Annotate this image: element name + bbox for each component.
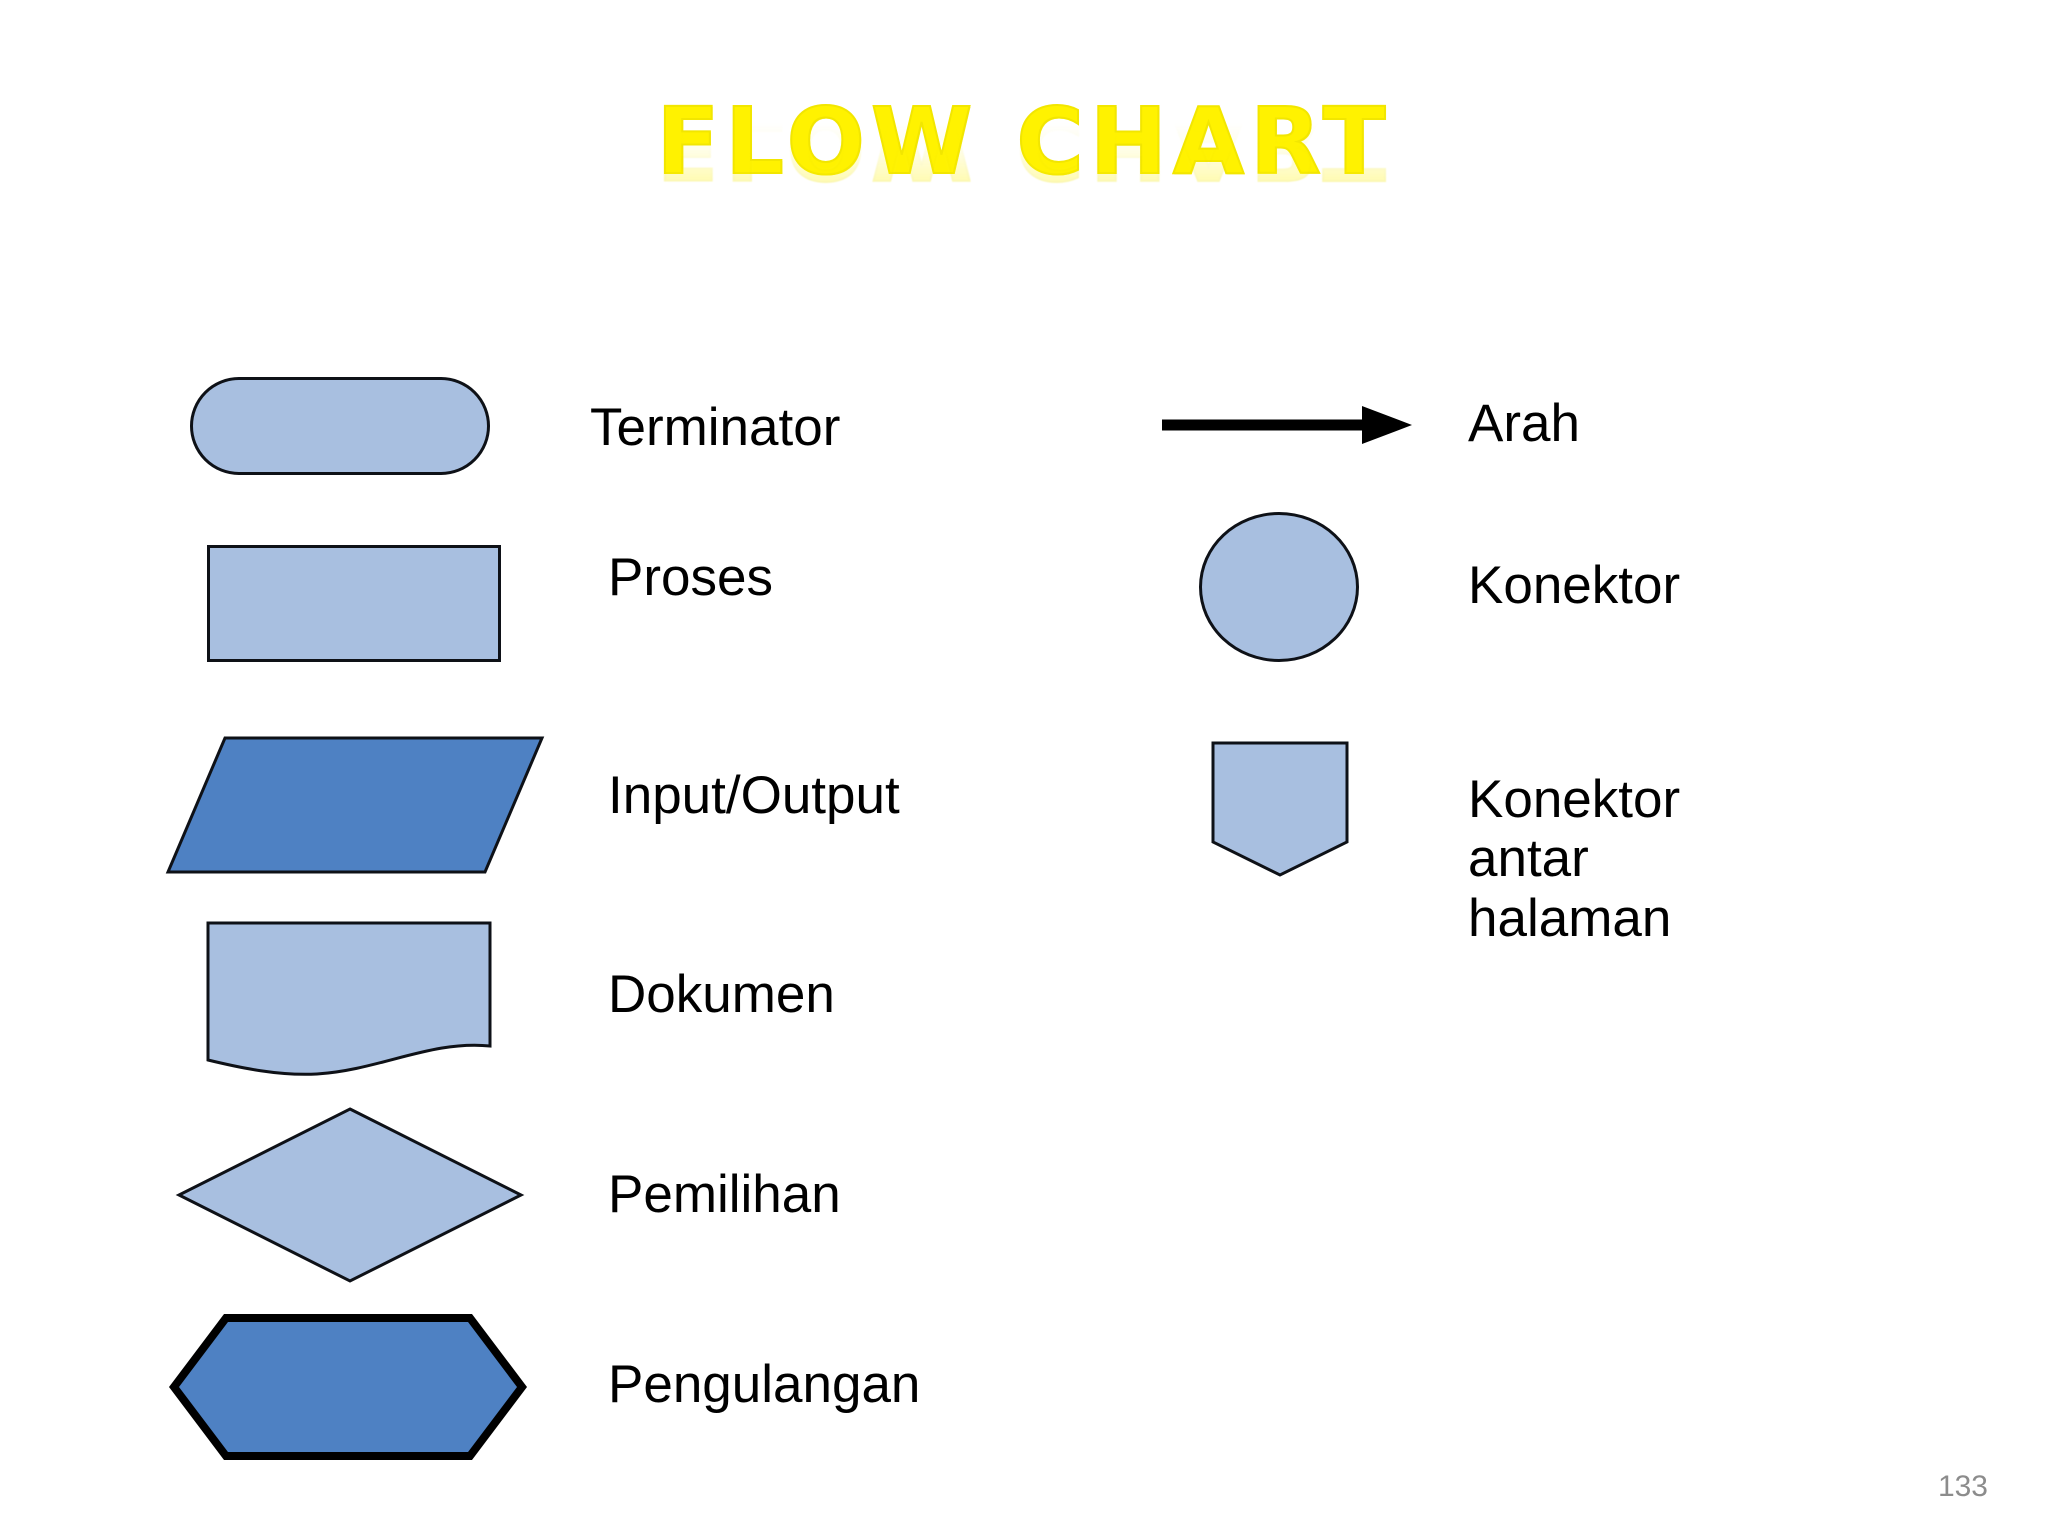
process-shape bbox=[207, 545, 501, 662]
legend-label-konektor: Konektor bbox=[1468, 556, 1681, 615]
legend-label-proses: Proses bbox=[608, 548, 773, 607]
page-title: FLOW CHART bbox=[655, 88, 1392, 195]
legend-label-konektor-antar-halaman: Konektor antar halaman bbox=[1468, 770, 1681, 948]
legend-label-dokumen: Dokumen bbox=[608, 965, 835, 1024]
page-title-reflection: FLOW CHART bbox=[655, 98, 1392, 198]
document-shape bbox=[205, 920, 505, 1080]
slide-title-block: FLOW CHART FLOW CHART bbox=[0, 88, 2048, 282]
legend-label-pemilihan: Pemilihan bbox=[608, 1165, 841, 1224]
legend-label-input-output: Input/Output bbox=[608, 766, 900, 825]
flow-arrow-icon bbox=[1160, 400, 1420, 450]
input-output-shape bbox=[165, 735, 545, 875]
loop-shape bbox=[168, 1312, 528, 1462]
legend-label-terminator: Terminator bbox=[590, 398, 841, 457]
terminator-shape bbox=[190, 377, 490, 475]
decision-shape bbox=[175, 1105, 525, 1285]
off-page-connector-shape bbox=[1210, 740, 1360, 880]
page-number: 133 bbox=[1937, 1470, 1988, 1503]
legend-label-pengulangan: Pengulangan bbox=[608, 1355, 921, 1414]
connector-shape bbox=[1199, 512, 1359, 662]
legend-label-arah: Arah bbox=[1468, 394, 1580, 453]
